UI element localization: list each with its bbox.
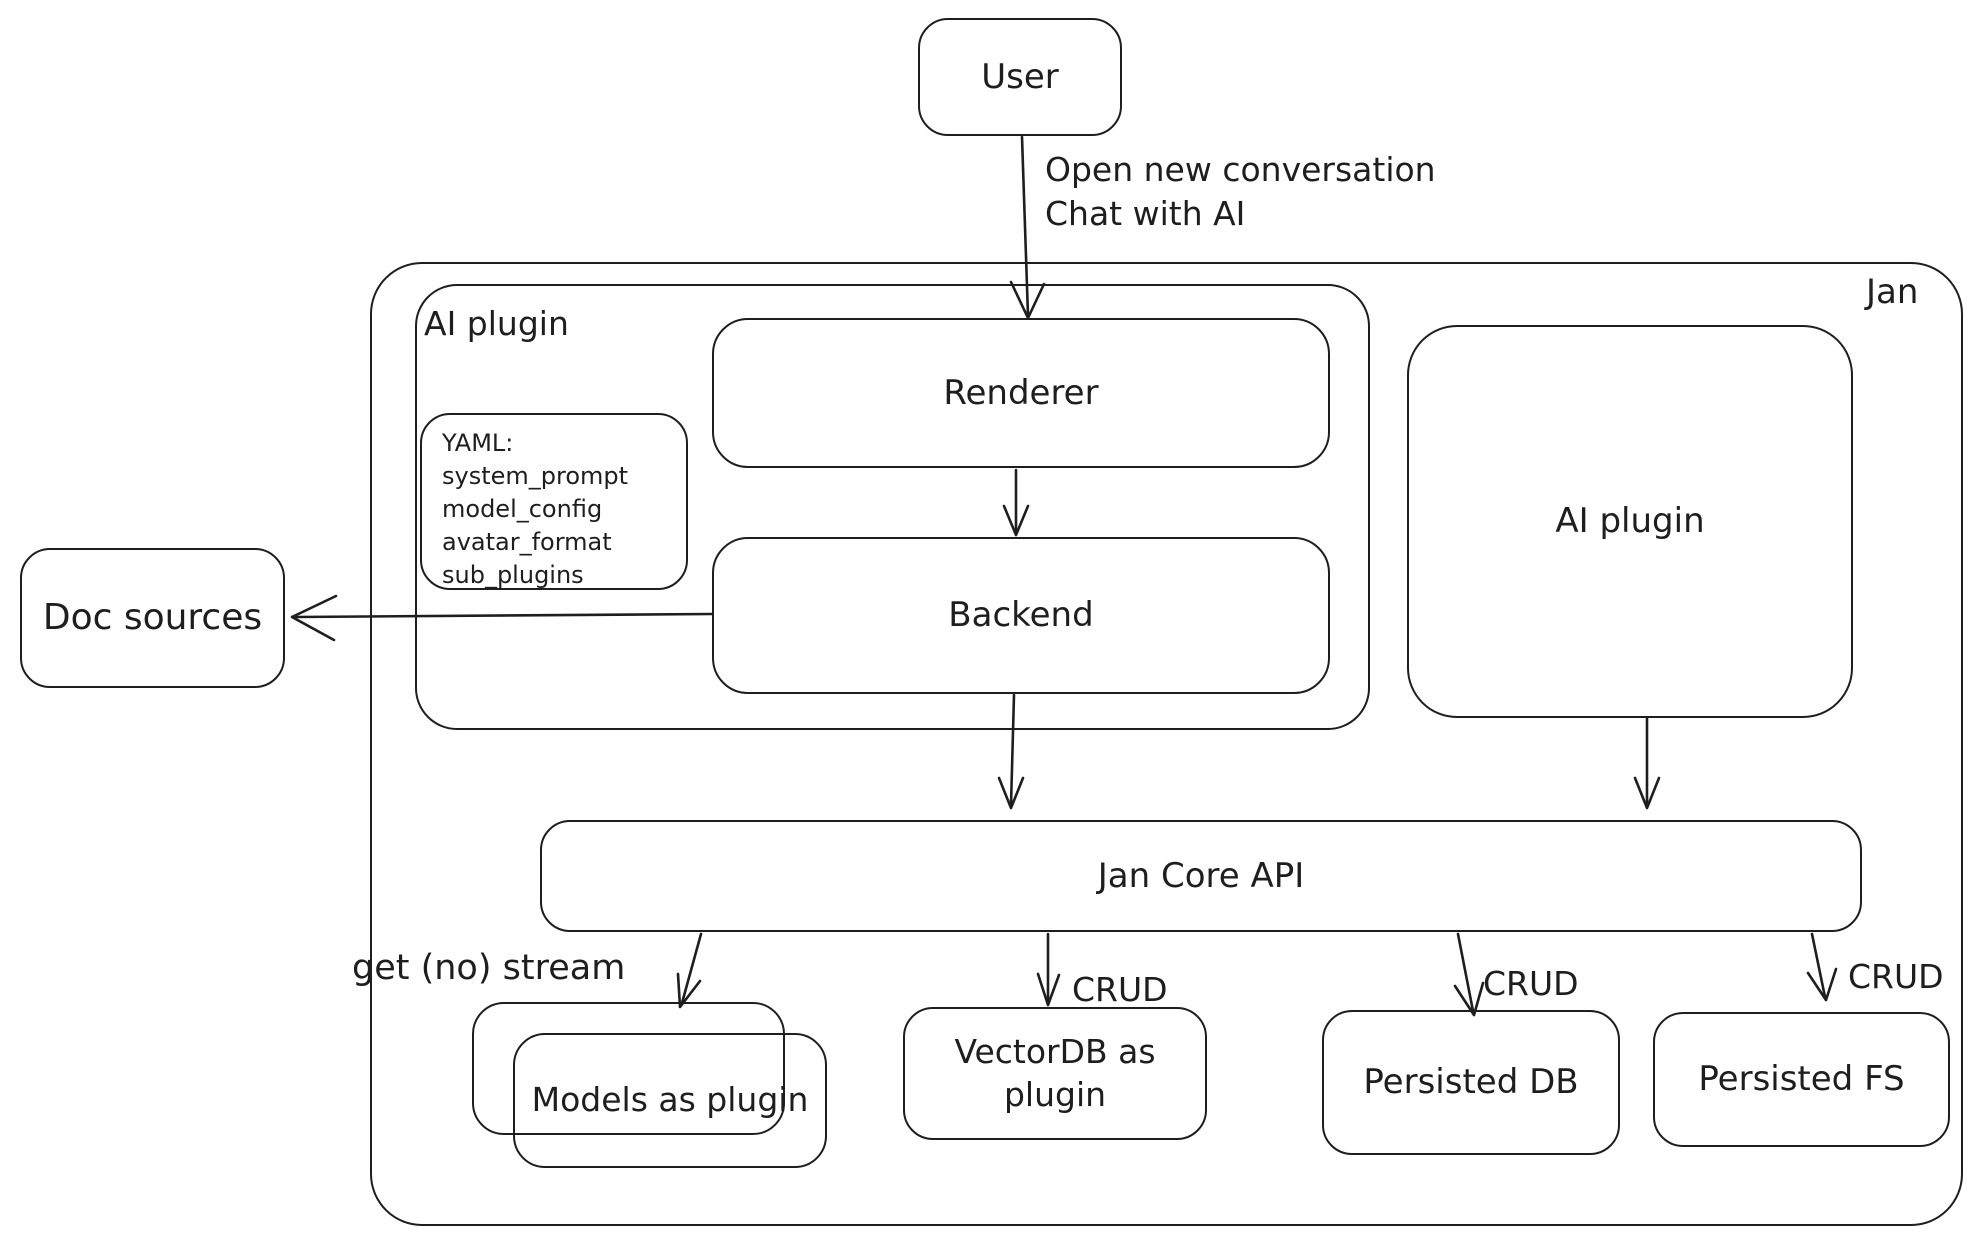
jan-container-label: Jan <box>1866 272 1919 312</box>
edge-label-line: Open new conversation <box>1045 150 1436 189</box>
user-node-label: User <box>981 56 1059 97</box>
get-no-stream-edge-label: get (no) stream <box>352 948 626 988</box>
models-as-plugin-node[interactable]: Models as plugin <box>513 1033 827 1168</box>
yaml-line: system_prompt <box>442 462 629 490</box>
user-to-renderer-edge-label: Open new conversation Chat with AI <box>1045 148 1436 236</box>
yaml-line: model_config <box>442 495 603 523</box>
doc-sources-node[interactable]: Doc sources <box>20 548 285 688</box>
yaml-line: avatar_format <box>442 528 612 556</box>
yaml-line: YAML: <box>442 429 514 457</box>
crud-persisted-fs-edge-label: CRUD <box>1848 957 1944 996</box>
models-as-plugin-node-label: Models as plugin <box>531 1080 809 1120</box>
jan-core-api-node[interactable]: Jan Core API <box>540 820 1862 932</box>
crud-vectordb-edge-label: CRUD <box>1072 970 1168 1009</box>
persisted-fs-node-label: Persisted FS <box>1698 1059 1905 1100</box>
ai-plugin-right-node[interactable]: AI plugin <box>1407 325 1853 718</box>
vectordb-as-plugin-node-label: VectorDB as plugin <box>954 1031 1156 1114</box>
jan-core-api-node-label: Jan Core API <box>1097 855 1305 896</box>
ai-plugin-left-label: AI plugin <box>424 304 569 343</box>
yaml-note-text: YAML: system_prompt model_config avatar_… <box>422 415 686 592</box>
yaml-line: sub_plugins <box>442 561 584 589</box>
yaml-note-box[interactable]: YAML: system_prompt model_config avatar_… <box>420 413 688 590</box>
ai-plugin-right-node-label: AI plugin <box>1555 501 1705 542</box>
persisted-fs-node[interactable]: Persisted FS <box>1653 1012 1950 1147</box>
crud-persisted-db-edge-label: CRUD <box>1483 964 1579 1003</box>
models-as-plugin-back-box[interactable] <box>472 1002 785 1135</box>
persisted-db-node-label: Persisted DB <box>1363 1062 1579 1103</box>
persisted-db-node[interactable]: Persisted DB <box>1322 1010 1620 1155</box>
ai-plugin-left-container-box[interactable] <box>415 284 1370 730</box>
renderer-node[interactable]: Renderer <box>712 318 1330 468</box>
edge-label-line: Chat with AI <box>1045 194 1246 233</box>
backend-node-label: Backend <box>948 595 1094 636</box>
vectordb-as-plugin-node[interactable]: VectorDB as plugin <box>903 1007 1207 1140</box>
doc-sources-node-label: Doc sources <box>42 596 263 638</box>
renderer-node-label: Renderer <box>943 372 1099 413</box>
user-node[interactable]: User <box>918 18 1122 136</box>
backend-node[interactable]: Backend <box>712 537 1330 694</box>
jan-container-box[interactable] <box>370 262 1963 1226</box>
